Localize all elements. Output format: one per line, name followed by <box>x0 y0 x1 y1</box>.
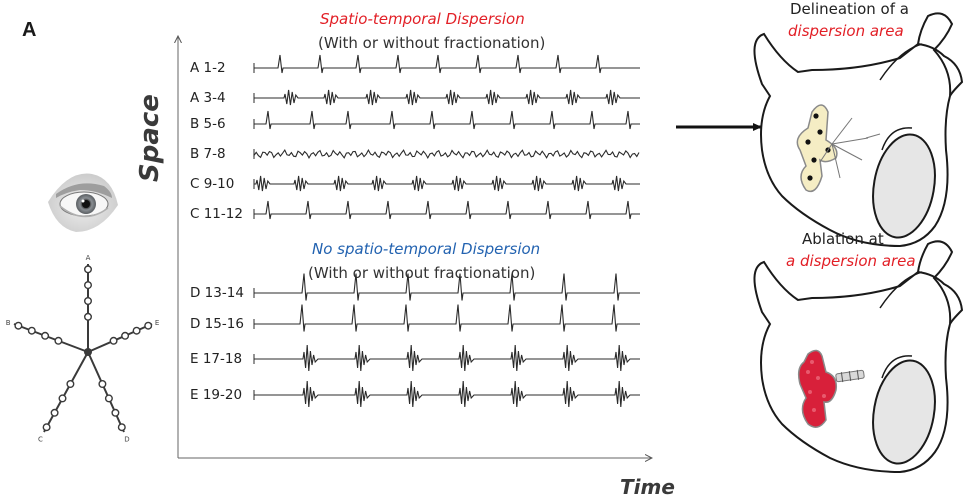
catheter-electrode <box>83 312 92 321</box>
catheter-hub <box>84 348 92 356</box>
catheter-electrode <box>98 380 107 389</box>
catheter-electrode <box>83 281 92 290</box>
channel-label: D 15-16 <box>190 316 244 332</box>
heart-outline-bottom <box>753 240 964 474</box>
catheter-spline-letter: E <box>155 319 159 327</box>
eye-icon <box>48 173 118 232</box>
catheter-electrode <box>66 380 75 389</box>
catheter-electrode <box>144 321 153 330</box>
egm-trace-3 <box>253 148 640 160</box>
catheter-spline <box>43 351 89 433</box>
catheter-electrode <box>132 326 141 335</box>
channel-label: C 11-12 <box>190 206 243 222</box>
catheter-electrode <box>50 408 59 417</box>
channel-label: A 3-4 <box>190 90 226 106</box>
catheter-electrode <box>83 265 92 274</box>
egm-trace-5 <box>254 200 640 220</box>
catheter-electrode <box>54 336 63 345</box>
dispersion-title: Spatio-temporal Dispersion <box>320 10 525 28</box>
x-axis-label: Time <box>620 475 675 499</box>
egm-trace-2 <box>254 110 640 130</box>
egm-trace-9 <box>254 380 640 408</box>
electrogram-traces <box>253 54 640 408</box>
y-axis-label: Space <box>135 94 165 182</box>
channel-label: B 7-8 <box>190 146 226 162</box>
catheter-electrode <box>58 394 67 403</box>
channel-label: D 13-14 <box>190 285 244 301</box>
catheter-spline <box>87 323 153 353</box>
egm-trace-1 <box>254 89 640 106</box>
heart-top-caption-line1: Delineation of a <box>790 0 909 18</box>
egm-trace-8 <box>254 344 640 372</box>
catheter-electrode <box>42 423 51 432</box>
catheter-spline-letter: A <box>86 254 91 262</box>
catheter-diagram: A B C D E <box>6 254 160 443</box>
catheter-electrode <box>104 394 113 403</box>
no-dispersion-title: No spatio-temporal Dispersion <box>312 240 540 258</box>
heart-bottom: Ablation at a dispersion area <box>753 230 964 474</box>
catheter-electrode <box>111 408 120 417</box>
channel-label: C 9-10 <box>190 176 234 192</box>
egm-trace-6 <box>254 273 640 301</box>
catheter-spline-letter: D <box>124 435 129 443</box>
catheter-electrode <box>121 331 130 340</box>
channel-label: B 5-6 <box>190 116 226 132</box>
egm-trace-4 <box>254 175 640 192</box>
catheter-spline-letter: C <box>38 435 43 443</box>
dispersion-channel-labels: A 1-2 A 3-4 B 5-6 B 7-8 C 9-10 C 11-12 <box>190 60 243 222</box>
heart-top-caption-line2: dispersion area <box>788 22 904 40</box>
egm-trace-0 <box>254 54 640 74</box>
ablation-area-shape <box>797 349 838 428</box>
catheter-electrode <box>41 331 50 340</box>
catheter-electrode <box>109 336 118 345</box>
catheter-spline-letter: B <box>6 319 11 327</box>
panel-letter: A <box>22 19 36 41</box>
axes: Space Time <box>135 36 675 499</box>
catheter-electrode <box>117 423 126 432</box>
dispersion-area-shape <box>796 104 838 193</box>
catheter-electrode <box>27 326 36 335</box>
catheter-electrode <box>83 297 92 306</box>
catheter-in-heart-icon <box>819 117 881 179</box>
ablation-lesion-dots <box>806 360 826 412</box>
egm-trace-7 <box>254 304 640 332</box>
channel-label: A 1-2 <box>190 60 226 76</box>
dispersion-subtitle: (With or without fractionation) <box>318 34 545 52</box>
heart-bottom-caption-line2: a dispersion area <box>786 252 916 270</box>
catheter-spline <box>87 351 125 433</box>
heart-top: Delineation of a dispersion area <box>753 0 964 248</box>
channel-label: E 17-18 <box>190 351 242 367</box>
channel-label: E 19-20 <box>190 387 242 403</box>
catheter-spline <box>13 323 89 353</box>
no-dispersion-subtitle: (With or without fractionation) <box>308 264 535 282</box>
ablation-catheter-icon <box>835 369 865 383</box>
no-dispersion-channel-labels: D 13-14 D 15-16 E 17-18 E 19-20 <box>190 285 244 403</box>
heart-bottom-caption-line1: Ablation at <box>802 230 884 248</box>
heart-outline-top <box>753 12 964 248</box>
catheter-electrode <box>14 321 23 330</box>
